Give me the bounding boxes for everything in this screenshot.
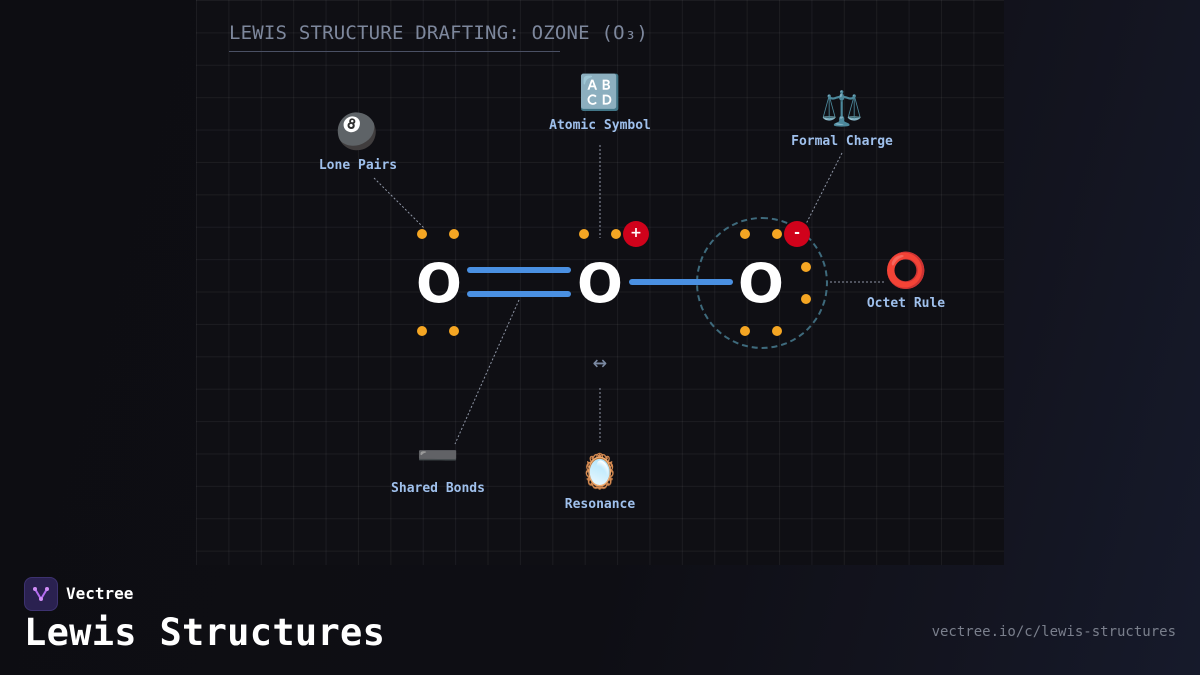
formal-charge-negative-badge: - xyxy=(784,221,810,247)
abcd-letters-icon: 🔠 xyxy=(578,73,622,113)
minus-bar-icon: ➖ xyxy=(416,436,460,476)
formal-charge-positive-badge: + xyxy=(623,221,649,247)
brand-name: Vectree xyxy=(66,584,134,603)
drafting-grid xyxy=(196,0,1004,565)
annotation-formal-charge-label: Formal Charge xyxy=(791,134,893,149)
lone-pair-dot xyxy=(801,262,811,272)
red-ring-icon: ⭕ xyxy=(884,251,928,291)
atom-oxygen-left: O xyxy=(416,252,462,315)
vectree-logo xyxy=(24,577,58,611)
leader-shared-bonds xyxy=(454,299,520,445)
course-url[interactable]: vectree.io/c/lewis-structures xyxy=(931,624,1176,640)
resonance-arrow: ↔ xyxy=(592,348,608,376)
lone-pair-dot xyxy=(417,229,427,239)
annotation-atomic-symbol-label: Atomic Symbol xyxy=(549,118,651,133)
lone-pair-dot xyxy=(740,229,750,239)
lone-pair-dot xyxy=(772,229,782,239)
title-underline xyxy=(229,51,560,52)
annotation-shared-bonds-label: Shared Bonds xyxy=(391,481,485,496)
lone-pair-dot xyxy=(740,326,750,336)
lone-pair-dot xyxy=(579,229,589,239)
atom-oxygen-right: O xyxy=(738,252,784,315)
diagram-title: LEWIS STRUCTURE DRAFTING: OZONE (O₃) xyxy=(229,22,649,44)
mirror-icon: 🪞 xyxy=(578,452,622,492)
annotation-lone-pairs-label: Lone Pairs xyxy=(318,158,398,173)
atom-oxygen-center: O xyxy=(577,252,623,315)
lone-pair-dot xyxy=(801,294,811,304)
annotation-octet-rule-label: Octet Rule xyxy=(866,296,946,311)
billiard-ball-icon: 🎱 xyxy=(335,112,379,152)
balance-scale-icon: ⚖️ xyxy=(820,89,864,129)
annotation-resonance-label: Resonance xyxy=(564,497,636,512)
double-bond-line-bottom xyxy=(467,291,571,297)
leader-lone-pairs xyxy=(373,177,425,229)
leader-formal-charge xyxy=(805,152,843,225)
topic-title: Lewis Structures xyxy=(24,611,386,654)
lone-pair-dot xyxy=(611,229,621,239)
lone-pair-dot xyxy=(449,229,459,239)
lone-pair-dot xyxy=(772,326,782,336)
vectree-logo-icon xyxy=(33,587,49,601)
single-bond-line xyxy=(629,279,733,285)
lone-pair-dot xyxy=(417,326,427,336)
double-bond-line-top xyxy=(467,267,571,273)
lone-pair-dot xyxy=(449,326,459,336)
